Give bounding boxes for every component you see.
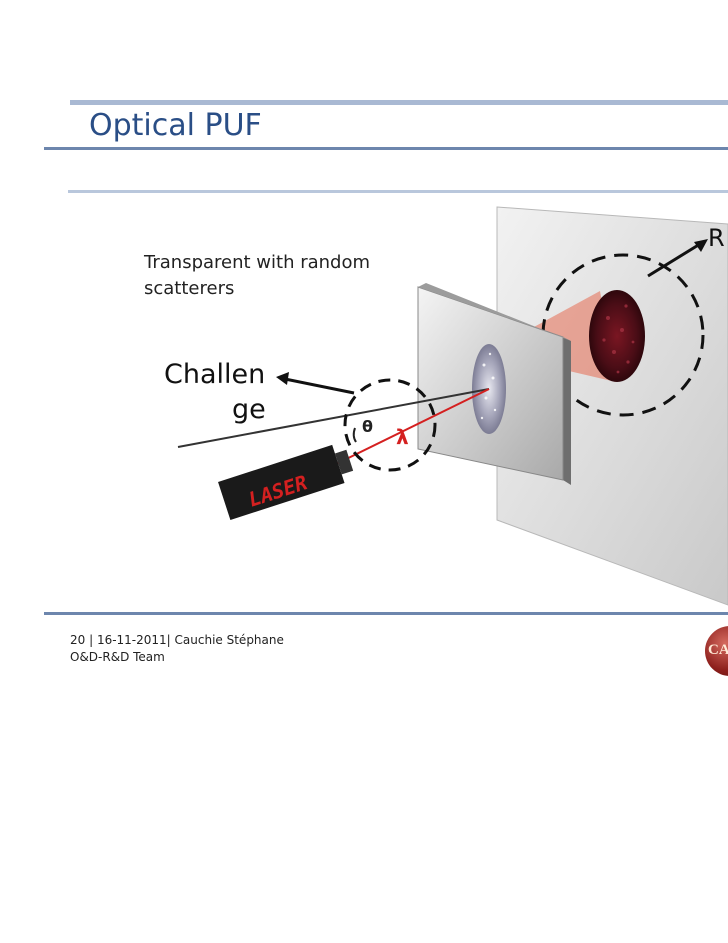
response-arrow <box>647 242 701 278</box>
caption-line-1: Transparent with random <box>144 252 371 273</box>
footer-team: O&D-R&D Team <box>70 650 165 664</box>
slide-title: Optical PUF <box>89 108 262 143</box>
speckle-pattern <box>589 290 645 382</box>
challenge-highlight-circle <box>343 378 437 472</box>
scattering-plate-side <box>563 337 571 485</box>
response-label: R <box>708 224 725 252</box>
challenge-reference-line <box>177 388 490 448</box>
lambda-symbol: λ <box>396 425 409 449</box>
challenge-label-line-1: Challen <box>164 359 266 390</box>
challenge-label-line-2: ge <box>232 394 266 425</box>
caption-line-2: scatterers <box>144 278 235 299</box>
header-rule-top <box>70 100 728 105</box>
response-highlight-circle <box>541 253 705 417</box>
angle-arc <box>352 427 357 443</box>
company-logo: CA <box>705 626 728 676</box>
footer-rule <box>44 612 728 615</box>
header-rule-bottom <box>44 147 728 150</box>
laser-device <box>218 444 354 521</box>
footer-slide-info: 20 | 16-11-2011| Cauchie Stéphane <box>70 633 284 647</box>
challenge-label: Challen ge <box>164 357 266 427</box>
header-rule-light <box>68 190 728 193</box>
theta-symbol: θ <box>362 417 373 436</box>
challenge-arrow <box>284 377 355 395</box>
logo-text: CA <box>708 642 728 658</box>
scatterer-caption: Transparent with random scatterers <box>144 250 370 302</box>
